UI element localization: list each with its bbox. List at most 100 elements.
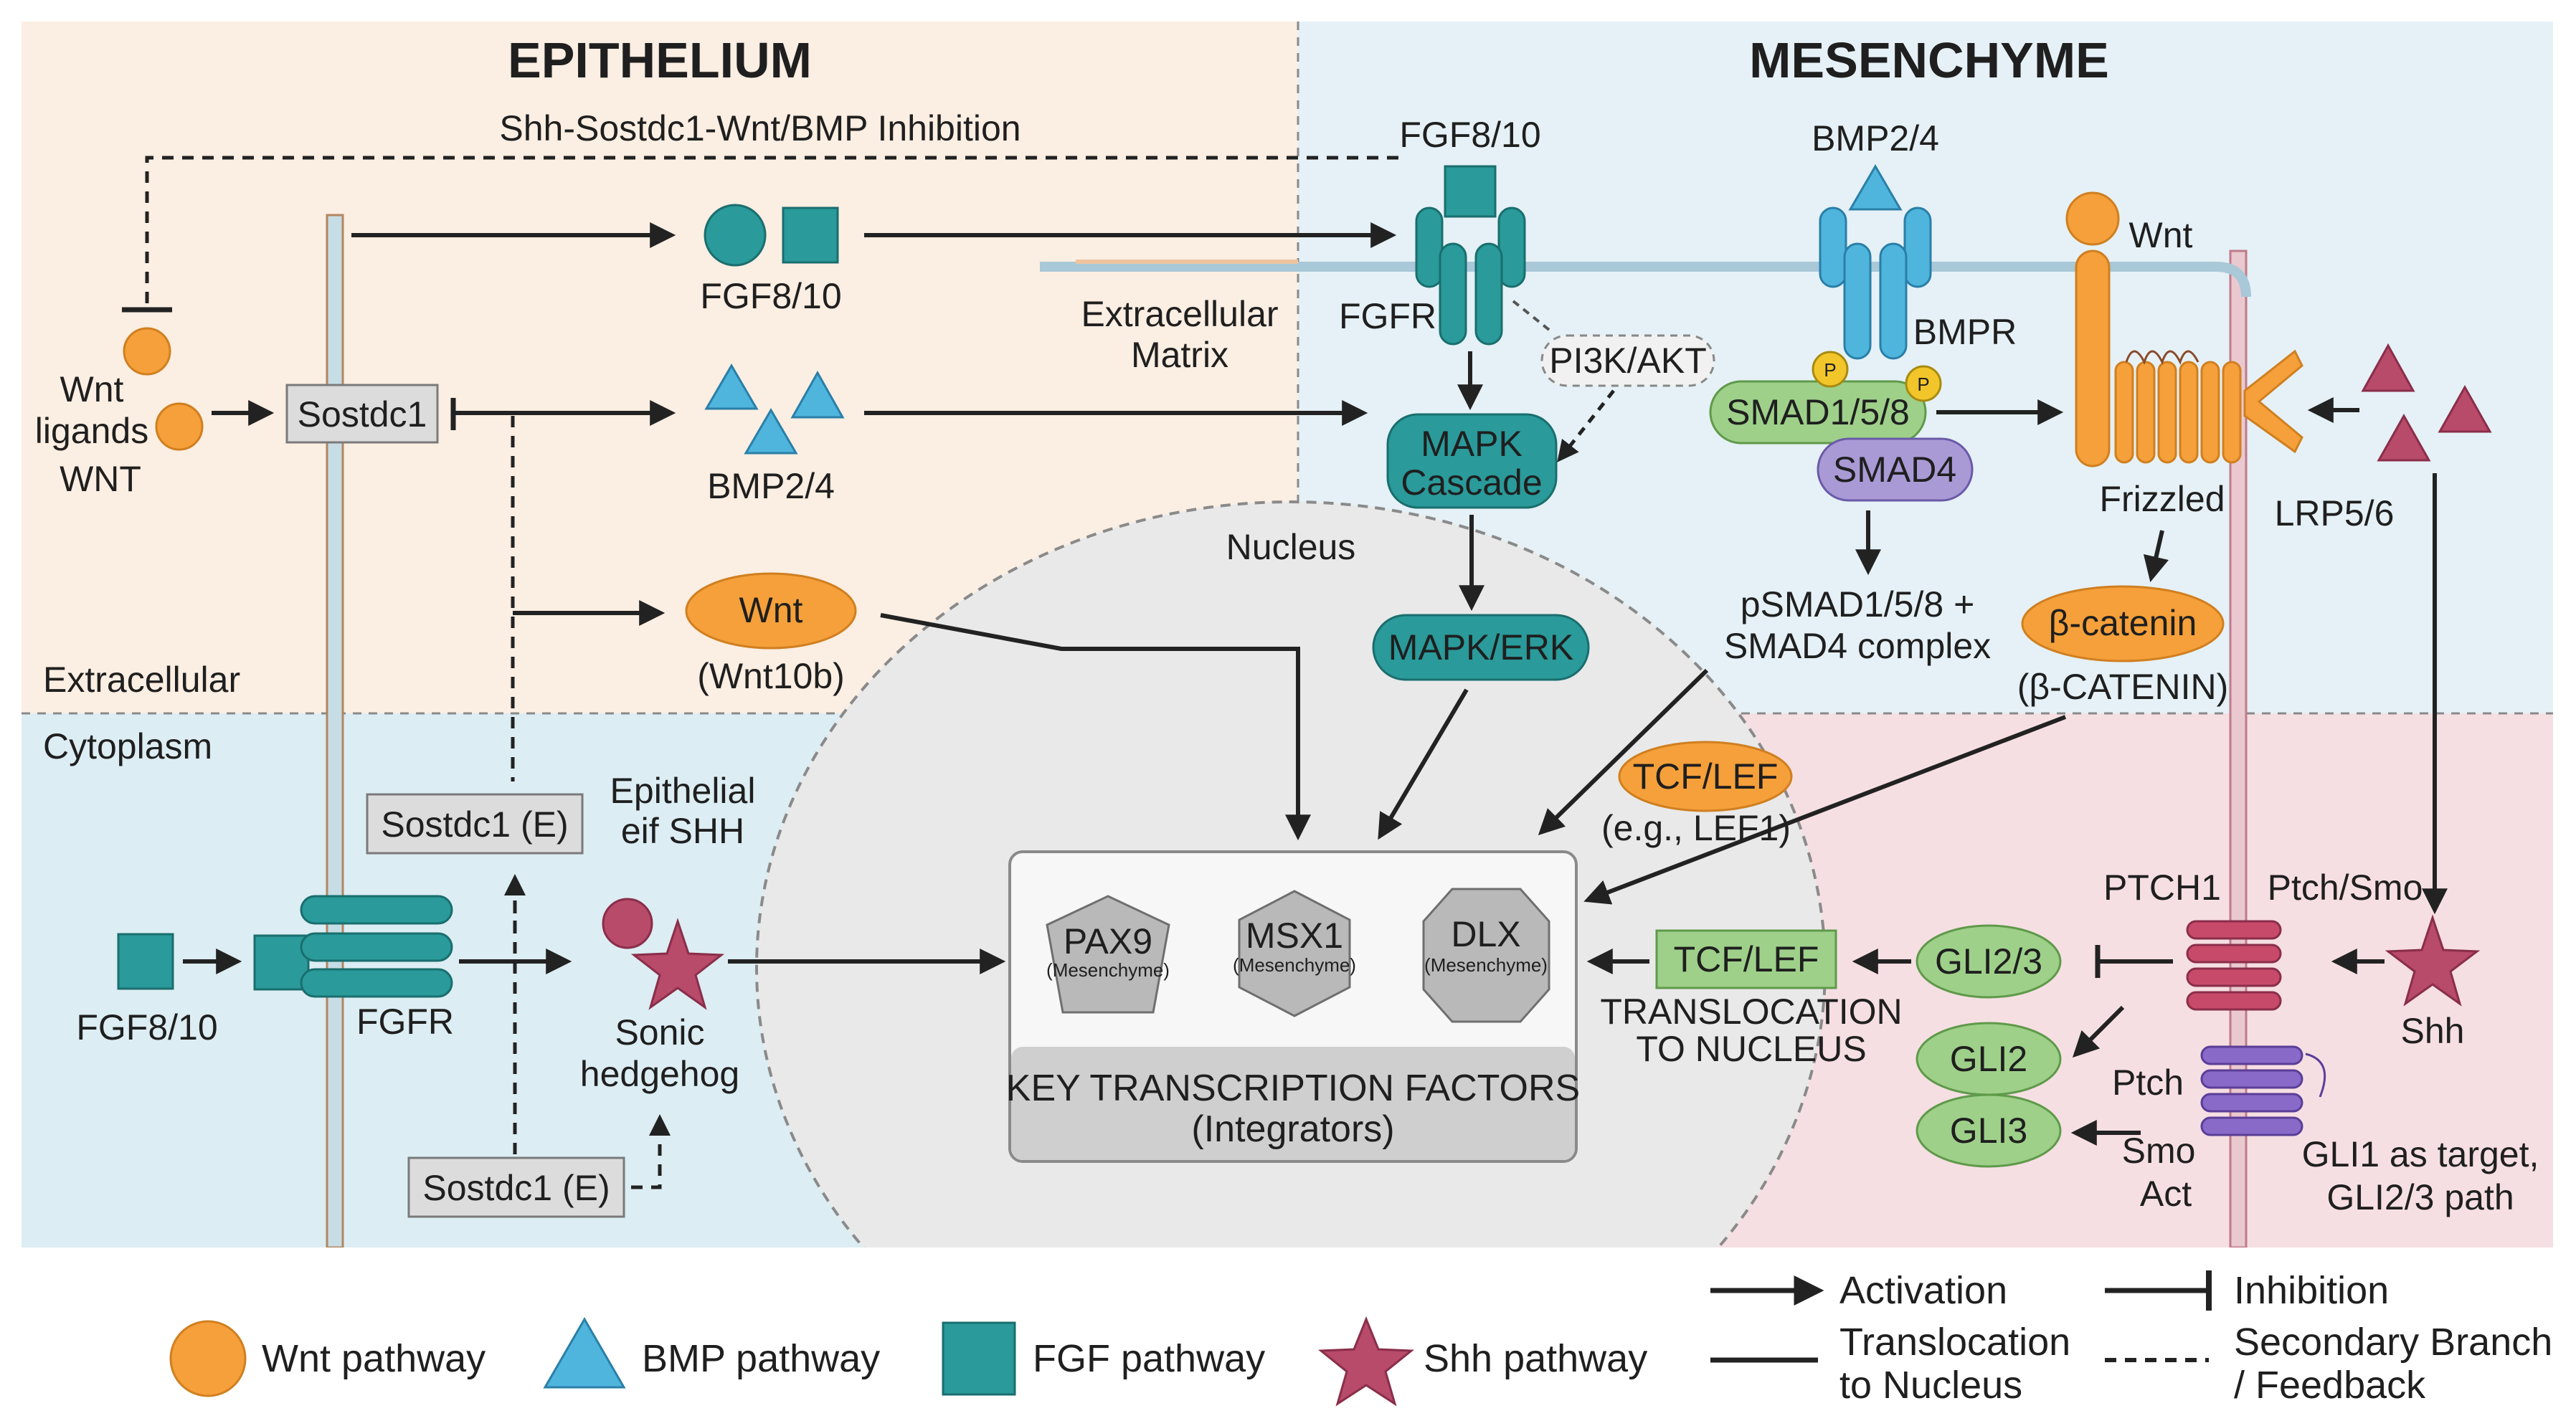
sonic-label-2: hedgehog — [580, 1054, 739, 1094]
bmp-ligand-label: BMP2/4 — [1812, 118, 1939, 158]
fgf-bottom-square — [117, 933, 174, 990]
dlx-sub: (Mesenchyme) — [1424, 954, 1548, 976]
pi3k-akt-label: PI3K/AKT — [1549, 341, 1707, 381]
bmp-ligand-triangle — [1848, 164, 1903, 211]
wnt-ligand-circle-2 — [155, 402, 204, 451]
legend-fgf-label: FGF pathway — [1033, 1337, 1265, 1380]
wnt-mesenchyme-label: Wnt — [2129, 215, 2193, 255]
tcf-lef-eg-label: (e.g., LEF1) — [1601, 808, 1791, 848]
legend-inhibition-label: Inhibition — [2234, 1269, 2389, 1312]
shh-triangle-1 — [2361, 343, 2415, 392]
transcription-factors-footer — [1011, 1047, 1575, 1160]
shh-triangle-3 — [2377, 413, 2431, 462]
wnt-caps-label: WNT — [60, 459, 141, 499]
feedback-title: Shh-Sostdc1-Wnt/BMP Inhibition — [499, 108, 1021, 148]
legend-wnt-icon — [169, 1320, 247, 1397]
legend-secondary-label-1: Secondary Branch — [2234, 1321, 2552, 1364]
legend-translocation-label-2: to Nucleus — [1839, 1364, 2022, 1407]
frizzled-receptor — [2075, 249, 2303, 467]
wnt-oval-label: Wnt — [739, 590, 803, 630]
ecm-label-2: Matrix — [1131, 335, 1228, 375]
sonic-hedgehog-star — [630, 918, 725, 1010]
bmp-label: BMP2/4 — [707, 466, 835, 506]
sostdc1-e-lower-box — [407, 1156, 625, 1218]
legend-bmp-label: BMP pathway — [642, 1337, 880, 1380]
phospho-label-1: P — [1824, 359, 1836, 381]
fgfr-bottom-receptor — [253, 895, 453, 998]
dlx-shape — [1422, 888, 1550, 1023]
sostdc1-e-upper-box — [366, 793, 584, 855]
tf-title-2: (Integrators) — [1191, 1108, 1394, 1150]
psmad-label-2: SMAD4 complex — [1724, 626, 1991, 666]
wnt-mesenchyme-ligand — [2065, 191, 2120, 246]
mapk-cascade-label-2: Cascade — [1401, 462, 1542, 503]
legend-wnt-label: Wnt pathway — [262, 1337, 486, 1380]
fgfr-label: FGFR — [1339, 296, 1436, 336]
fgf-circle-ligand — [704, 204, 767, 267]
fgf-bottom-label: FGF8/10 — [76, 1007, 217, 1047]
bmpr-label: BMPR — [1913, 312, 2017, 352]
phospho-badge-1 — [1812, 351, 1849, 388]
epithelial-shh-2: eif SHH — [621, 811, 744, 851]
tcf-lef-oval — [1618, 741, 1793, 812]
psmad-label-1: pSMAD1/5/8 + — [1741, 584, 1975, 624]
smo-act-label-2: Act — [2140, 1174, 2192, 1214]
epithelial-membrane — [326, 214, 344, 1249]
gli1-note-2: GLI2/3 path — [2326, 1177, 2514, 1217]
smad4-box — [1817, 437, 1974, 502]
sostdc1-e-upper-label: Sostdc1 (E) — [381, 804, 568, 845]
translocation-label-2: TO NUCLEUS — [1636, 1029, 1866, 1069]
beta-catenin-label: β-catenin — [2049, 603, 2197, 643]
gli2-label: GLI2 — [1950, 1039, 2027, 1079]
dlx-label: DLX — [1451, 914, 1520, 954]
shh-mesenchyme-star — [2385, 914, 2481, 1007]
ptch-label: Ptch — [2112, 1063, 2184, 1103]
gli23-oval — [1916, 924, 2062, 999]
gli3-label: GLI3 — [1950, 1111, 2027, 1151]
mesenchyme-heading: MESENCHYME — [1749, 32, 2109, 88]
shh-label: Shh — [2401, 1011, 2465, 1051]
pi3k-akt-box — [1540, 334, 1715, 387]
tf-title-1: KEY TRANSCRIPTION FACTORS — [1006, 1068, 1580, 1109]
wnt-ligand-circle-1 — [123, 327, 171, 376]
msx1-label: MSX1 — [1246, 916, 1343, 956]
pax9-sub: (Mesenchyme) — [1046, 959, 1170, 981]
phospho-label-2: P — [1917, 374, 1929, 395]
cytoplasm-label: Cytoplasm — [43, 726, 212, 766]
fgf-square-ligand — [782, 206, 839, 264]
mapk-erk-box — [1372, 614, 1590, 681]
msx1-shape — [1238, 890, 1351, 1017]
legend-bmp-icon — [543, 1317, 626, 1389]
sonic-label-1: Sonic — [615, 1012, 704, 1052]
ptch1-label: PTCH1 — [2103, 868, 2221, 908]
bmpr-receptor — [1819, 206, 1932, 360]
frizzled-label: Frizzled — [2099, 479, 2225, 519]
translocation-label-1: TRANSLOCATION — [1600, 992, 1902, 1032]
msx1-sub: (Mesenchyme) — [1233, 954, 1356, 976]
pax9-shape — [1046, 895, 1170, 1014]
gli1-note-1: GLI1 as target, — [2302, 1134, 2539, 1174]
ptch1-receptor — [2186, 920, 2282, 1011]
legend-secondary-label-2: / Feedback — [2234, 1364, 2426, 1407]
sostdc1-e-lower-label: Sostdc1 (E) — [422, 1168, 610, 1208]
phospho-badge-2 — [1905, 365, 1942, 402]
nucleus-label: Nucleus — [1226, 527, 1356, 567]
tcf-lef-box — [1655, 929, 1837, 989]
mapk-erk-label: MAPK/ERK — [1388, 627, 1573, 667]
epithelial-shh-1: Epithelial — [610, 771, 756, 811]
bmp-triangle-1 — [704, 363, 759, 410]
ptch-smo-label: Ptch/Smo — [2268, 868, 2423, 908]
smad4-label: SMAD4 — [1833, 450, 1956, 490]
wnt-ligands-label-1: Wnt — [60, 369, 124, 409]
legend-translocation-label-1: Translocation — [1839, 1321, 2070, 1364]
shh-ligand-circle — [602, 898, 653, 949]
legend-fgf-icon — [942, 1321, 1016, 1396]
ecm-label-1: Extracellular — [1081, 294, 1278, 334]
lrp-label: LRP5/6 — [2275, 493, 2395, 533]
bmp-triangle-2 — [790, 370, 845, 419]
extracellular-label: Extracellular — [43, 660, 240, 700]
mesenchyme-membrane-top — [1040, 262, 2251, 298]
fgf-receptor-ligand — [1444, 165, 1497, 218]
